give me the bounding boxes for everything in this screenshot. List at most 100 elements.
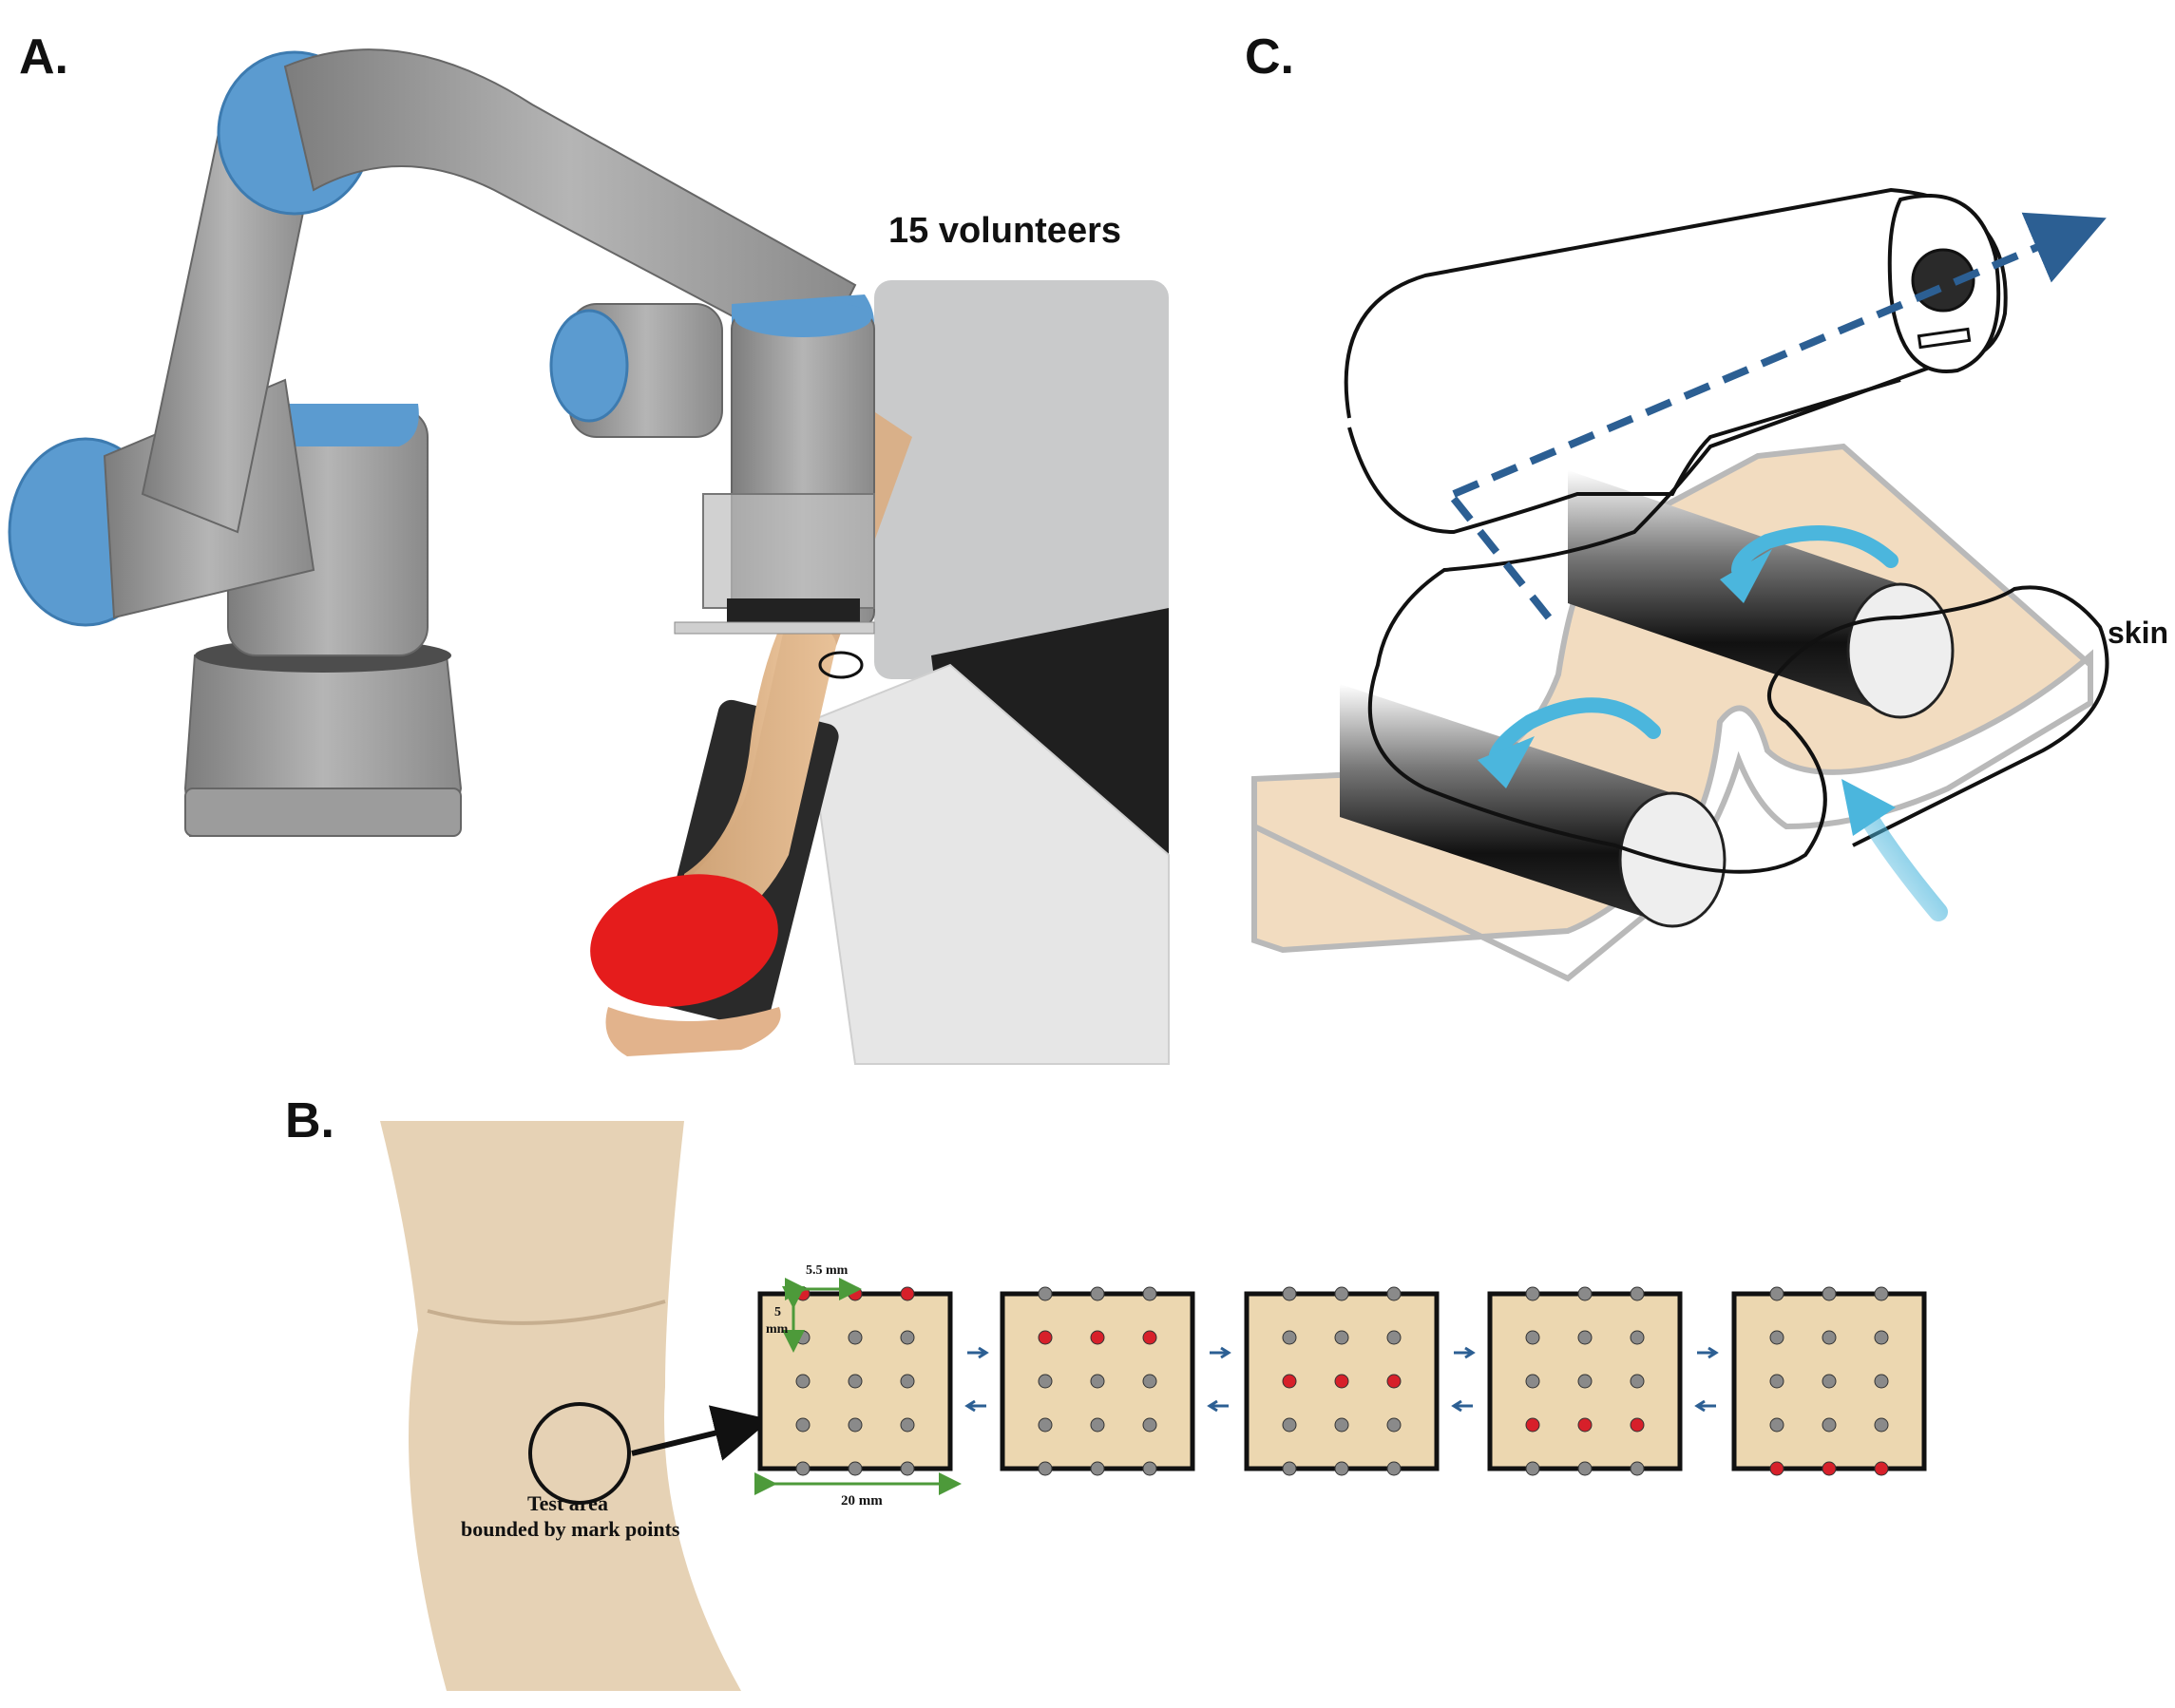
panel-c-illustration (1251, 187, 2109, 982)
mark-point (900, 1330, 915, 1345)
mark-point-active (1038, 1330, 1053, 1345)
volunteers-label: 15 volunteers (888, 211, 1121, 251)
probe-top-surface (1347, 378, 1901, 535)
grid-4 (1487, 1286, 1683, 1476)
grid-sequence (757, 1286, 1927, 1476)
robot-joint-cap-5 (735, 299, 871, 337)
grid-1 (757, 1286, 953, 1476)
mark-point (848, 1461, 863, 1476)
test-area-ellipse-a (818, 651, 864, 679)
mark-point-active (1525, 1417, 1540, 1433)
mark-point (1282, 1286, 1297, 1301)
mark-point-active (1334, 1374, 1349, 1389)
red-stress-ball (590, 874, 778, 1007)
mark-point (1577, 1461, 1593, 1476)
mark-point-active (1630, 1417, 1645, 1433)
mark-point (1142, 1461, 1157, 1476)
mark-point-active (900, 1286, 915, 1301)
person-shirt (874, 280, 1169, 679)
mark-point-active (1769, 1461, 1784, 1476)
probe-holder (702, 493, 875, 609)
mark-point (1769, 1417, 1784, 1433)
mark-point (1630, 1461, 1645, 1476)
robot-forearm-link (283, 48, 857, 363)
forearm-main (656, 608, 836, 940)
mark-point-active (1142, 1330, 1157, 1345)
mark-point (1525, 1374, 1540, 1389)
mark-point (1142, 1374, 1157, 1389)
robot-base-foot (184, 788, 462, 837)
mark-point (1769, 1374, 1784, 1389)
mark-point (900, 1374, 915, 1389)
mark-point (848, 1417, 863, 1433)
mark-point (1822, 1374, 1837, 1389)
chair (806, 663, 1170, 1065)
mark-point (1630, 1330, 1645, 1345)
grid-2 (1000, 1286, 1195, 1476)
probe-housing-outline (1344, 187, 2109, 874)
mark-point-active (1090, 1330, 1105, 1345)
mark-point (1090, 1286, 1105, 1301)
mark-point-active (1822, 1461, 1837, 1476)
mark-point (1525, 1330, 1540, 1345)
mark-point (1822, 1286, 1837, 1301)
mark-point (1769, 1286, 1784, 1301)
next-step-arrow (1454, 1346, 1476, 1359)
lens-slot (1917, 327, 1972, 350)
grid-5 (1731, 1286, 1927, 1476)
flow-arrow-front (1489, 697, 1661, 763)
mark-point (1822, 1417, 1837, 1433)
panel-b-label: B. (285, 1093, 334, 1148)
mark-point (1525, 1461, 1540, 1476)
flow-arrow-back (1731, 525, 1898, 578)
mark-point (1334, 1286, 1349, 1301)
next-step-arrow (967, 1346, 989, 1359)
mark-point (1577, 1330, 1593, 1345)
mark-point (1090, 1417, 1105, 1433)
robot-joint-cap-3 (549, 309, 629, 423)
grid-3 (1244, 1286, 1440, 1476)
dim-spacing-label: 5.5 mm (806, 1263, 849, 1278)
panel-c-label: C. (1245, 29, 1294, 85)
probe-plate (674, 621, 875, 635)
mark-point (848, 1330, 863, 1345)
hand (605, 1007, 781, 1056)
panel-b-illustration (380, 1121, 1927, 1691)
mark-point (1630, 1286, 1645, 1301)
mark-point (1090, 1461, 1105, 1476)
mark-point (1386, 1330, 1402, 1345)
robot-shoulder-cap (254, 404, 419, 446)
prev-step-arrow (1694, 1399, 1716, 1413)
mark-point (1142, 1417, 1157, 1433)
mark-point (1874, 1417, 1889, 1433)
mark-point (1386, 1417, 1402, 1433)
mark-point (1038, 1286, 1053, 1301)
mark-point-active (1874, 1461, 1889, 1476)
optical-axis-drop (1450, 496, 1553, 620)
mark-point (1282, 1417, 1297, 1433)
dim-width-label: 20 mm (841, 1493, 883, 1509)
mark-point (900, 1461, 915, 1476)
mark-point (1334, 1461, 1349, 1476)
mark-point (1769, 1330, 1784, 1345)
mark-point-active (1577, 1417, 1593, 1433)
forearm-crease (427, 1300, 666, 1325)
prev-step-arrow (964, 1399, 986, 1413)
mark-point (795, 1330, 811, 1345)
mark-point (1577, 1374, 1593, 1389)
mark-point (1525, 1286, 1540, 1301)
mark-point (1282, 1330, 1297, 1345)
prev-step-arrow (1451, 1399, 1473, 1413)
mark-point (1090, 1374, 1105, 1389)
panel-a-illustration (8, 48, 1170, 1065)
mark-point (848, 1374, 863, 1389)
mark-point (1038, 1461, 1053, 1476)
mark-point (900, 1417, 915, 1433)
skin-label: skin (2108, 616, 2169, 650)
mark-point (795, 1374, 811, 1389)
next-step-arrow (1697, 1346, 1719, 1359)
roller-front (1340, 684, 1727, 928)
mark-point (1822, 1330, 1837, 1345)
mark-point-active (1386, 1374, 1402, 1389)
